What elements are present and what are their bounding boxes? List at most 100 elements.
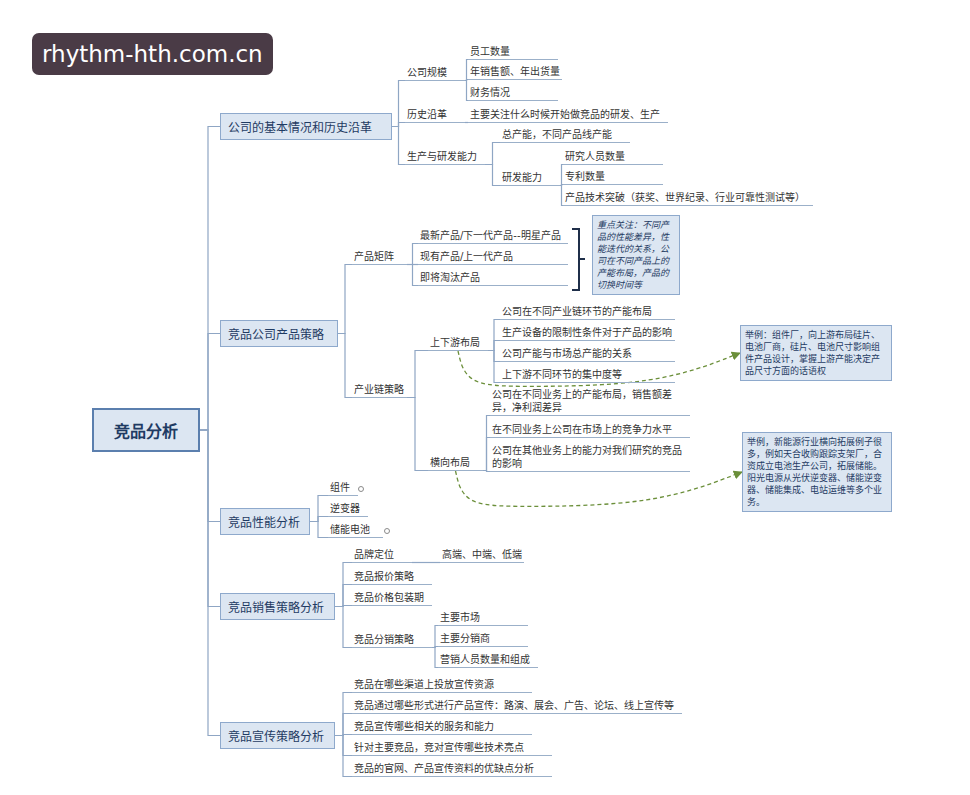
leaf-topic: 专利数量 [563, 170, 663, 185]
leaf-topic: 公司产能与市场总产能的关系 [500, 347, 675, 362]
connector-line [407, 351, 428, 398]
topic-text: 生产设备的限制性条件对于产品的影响 [502, 326, 673, 339]
leaf-topic: 公司在其他业务上的能力对我们研究的竞品的影响 [490, 444, 690, 472]
connector-line [407, 244, 418, 265]
topic-text: 公司在其他业务上的能力对我们研究的竞品的影响 [492, 444, 688, 470]
topic-text: 竞品公司产品策略 [228, 325, 330, 342]
connector-line [310, 517, 328, 522]
topic-text: 研发能力 [502, 171, 558, 184]
dashed-arrow [456, 471, 743, 506]
topic-text: 总产能，不同产品线产能 [502, 128, 628, 141]
connector-line [488, 320, 500, 351]
topic-text: 举例，新能源行业横向拓展例子很多，例如天合收购跟踪支架厂，合资成立电池生产公司，… [747, 436, 887, 508]
connector-line [200, 430, 220, 736]
topic-text: 品牌定位 [354, 548, 410, 561]
connector-line [483, 438, 490, 471]
branch-topic: 竞品性能分析 [220, 508, 310, 535]
leaf-topic: 员工数量 [468, 45, 558, 60]
leaf-topic: 总产能，不同产品线产能 [500, 128, 630, 143]
connector-line [338, 334, 352, 398]
topic-text: 员工数量 [470, 45, 556, 58]
connector-line [485, 143, 500, 165]
connector-line [200, 334, 220, 431]
topic-text: 竞品宣传策略分析 [228, 727, 327, 744]
leaf-topic: 公司在不同产业链环节的产能布局 [500, 305, 675, 320]
connector-line [488, 351, 500, 383]
connector-line [392, 127, 405, 165]
leaf-topic: 研究人员数量 [563, 150, 663, 165]
leaf-topic: 竞品宣传哪些相关的服务和能力 [352, 720, 532, 735]
topic-text: 竞品宣传哪些相关的服务和能力 [354, 720, 530, 733]
topic-text: 营销人员数量和组成 [440, 653, 536, 666]
leaf-topic: 储能电池 [328, 523, 383, 538]
topic-text: 主要关注什么时候开始做竞品的研发、生产 [470, 108, 666, 121]
connector-line [335, 714, 352, 736]
topic-text: 竞品分销策略 [354, 633, 430, 646]
branch-topic: 竞品公司产品策略 [220, 320, 338, 347]
leaf-topic: 竞品报价策略 [352, 570, 432, 585]
leaf-topic: 产品矩阵 [352, 250, 407, 265]
leaf-topic: 竞品价格包装期 [352, 591, 432, 606]
topic-text: 最新产品/下一代产品--明星产品 [420, 229, 566, 242]
topic-text: 产品矩阵 [354, 250, 405, 263]
topic-text: 公司的基本情况和历史沿革 [228, 118, 384, 135]
topic-text: 财务情况 [470, 86, 556, 99]
connector-line [407, 265, 418, 286]
topic-text: 主要分销商 [440, 632, 526, 645]
connector-line [335, 585, 352, 607]
connector-line [412, 562, 440, 563]
topic-text: 举例：组件厂，向上游布局硅片、电池厂商，硅片、电池尺寸影响组件产品设计，掌握上游… [745, 329, 887, 377]
connector-line [200, 430, 220, 607]
leaf-topic: 在不同业务上公司在市场上的竞争力水平 [490, 423, 690, 438]
topic-text: 竞品通过哪些形式进行产品宣传：路演、展会、广告、论坛、线上宣传等 [354, 699, 680, 712]
leaf-topic: 逆变器 [328, 502, 368, 517]
topic-text: 公司规模 [407, 66, 463, 79]
leaf-topic: 竞品在哪些渠道上投放宣传资源 [352, 678, 532, 693]
connector-line [335, 736, 352, 777]
topic-text: 专利数量 [565, 170, 661, 183]
leaf-topic: 年销售额、年出货量 [468, 65, 562, 80]
bracket [572, 229, 585, 290]
topic-text: 在不同业务上公司在市场上的竞争力水平 [492, 423, 688, 436]
marker-symbol [385, 529, 390, 534]
connector-line [407, 398, 428, 471]
branch-topic: 竞品销售策略分析 [220, 593, 335, 620]
leaf-topic: 历史沿革 [405, 108, 465, 123]
leaf-topic: 主要关注什么时候开始做竞品的研发、生产 [468, 108, 668, 123]
topic-text: 竞品性能分析 [228, 513, 302, 530]
topic-text: 逆变器 [330, 502, 366, 515]
leaf-topic: 主要市场 [438, 611, 528, 626]
leaf-topic: 产品技术突破（获奖、世界纪录、行业可靠性测试等） [563, 191, 813, 206]
leaf-topic: 主要分销商 [438, 632, 528, 647]
connector-line [488, 341, 500, 351]
leaf-topic: 上下游不同环节的集中度等 [500, 368, 675, 383]
topic-text: 生产与研发能力 [407, 150, 483, 163]
topic-text: 年销售额、年出货量 [470, 65, 560, 78]
topic-text: 组件 [330, 481, 356, 494]
watermark: rhythm-hth.com.cn [32, 33, 273, 75]
leaf-topic: 营销人员数量和组成 [438, 653, 538, 668]
topic-text: 横向布局 [430, 456, 481, 469]
connector-line [310, 522, 328, 538]
note-box: 举例，新能源行业横向拓展例子很多，例如天合收购跟踪支架厂，合资成立电池生产公司，… [742, 432, 892, 512]
leaf-topic: 财务情况 [468, 86, 558, 101]
branch-topic: 竞品宣传策略分析 [220, 722, 335, 749]
leaf-topic: 公司规模 [405, 66, 465, 81]
topic-text: 储能电池 [330, 523, 381, 536]
topic-text: 研究人员数量 [565, 150, 661, 163]
connector-line [338, 265, 352, 334]
leaf-topic: 生产与研发能力 [405, 150, 485, 165]
leaf-topic: 产业链策略 [352, 383, 407, 398]
branch-topic: 公司的基本情况和历史沿革 [220, 113, 392, 140]
topic-text: 上下游不同环节的集中度等 [502, 368, 673, 381]
leaf-topic: 上下游布局 [428, 336, 488, 351]
topic-text: 公司在不同产业链环节的产能布局 [502, 305, 673, 318]
topic-text: 公司在不同业务上的产能布局，销售额差异，净利润差异 [492, 388, 688, 414]
topic-text: 产业链策略 [354, 383, 405, 396]
leaf-topic: 竞品的官网、产品宣传资料的优缺点分析 [352, 762, 552, 777]
leaf-topic: 竞品分销策略 [352, 633, 432, 648]
connector-line [200, 127, 220, 431]
topic-text: 竞品价格包装期 [354, 591, 430, 604]
root-topic: 竞品分析 [92, 408, 200, 452]
